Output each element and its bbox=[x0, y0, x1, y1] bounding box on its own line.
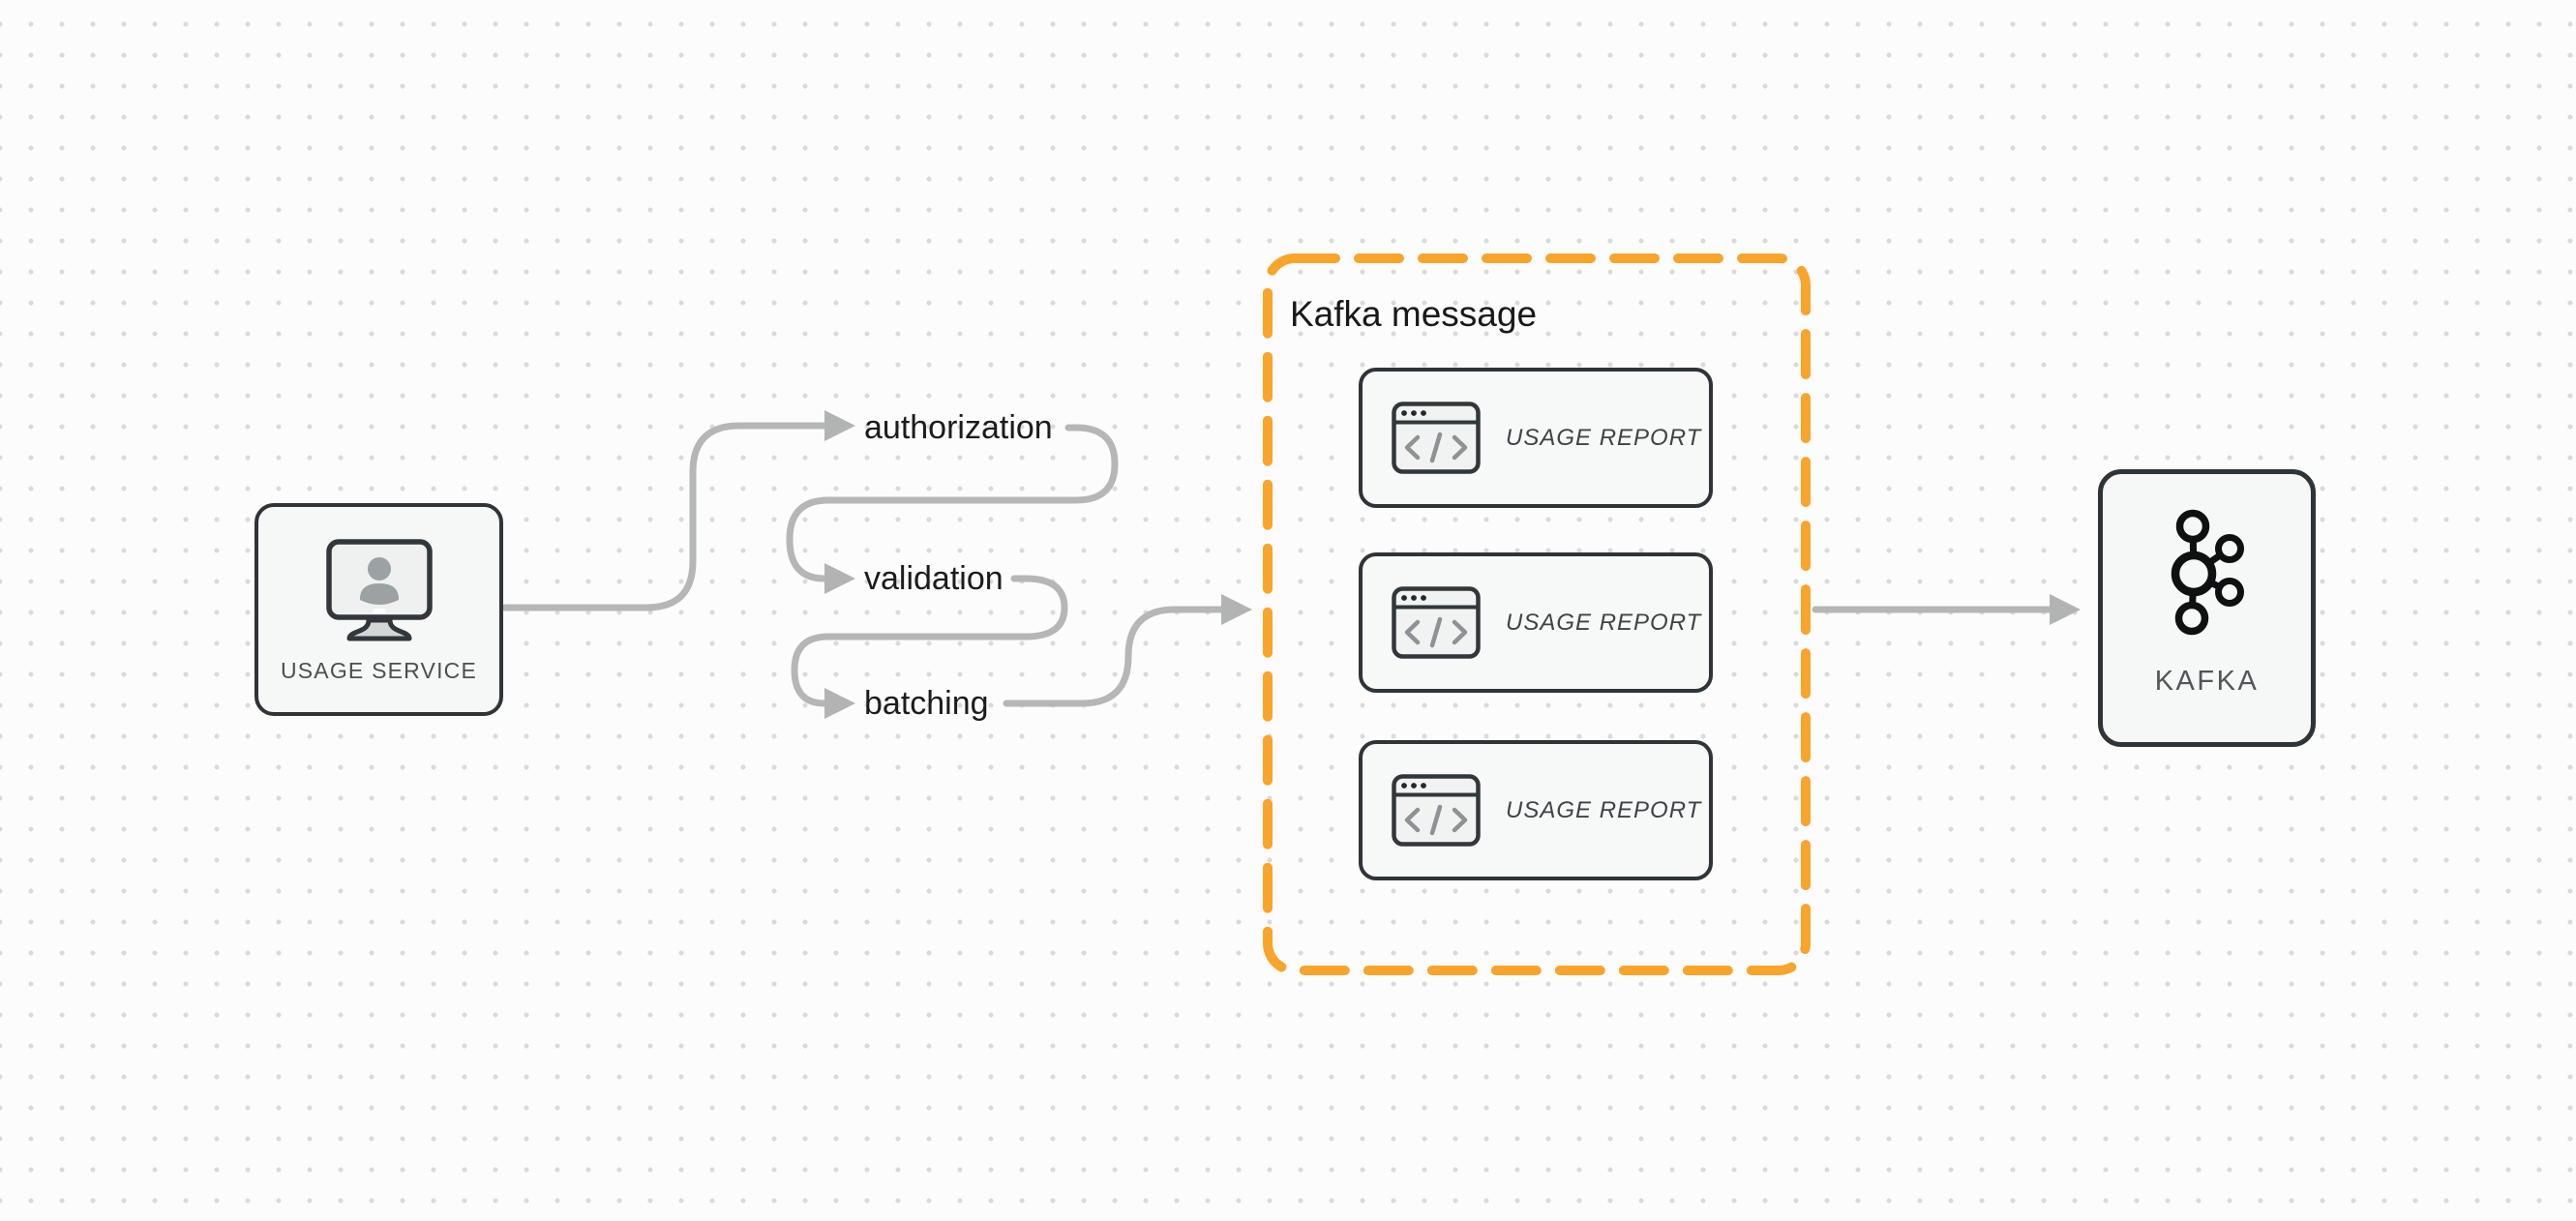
usage-report-label: USAGE REPORT bbox=[1506, 609, 1702, 636]
usage-report-card: USAGE REPORT bbox=[1359, 552, 1733, 713]
arrow-batching-to-kafka-message bbox=[1003, 606, 1225, 707]
kafka-label: KAFKA bbox=[2154, 666, 2260, 697]
usage-report-label: USAGE REPORT bbox=[1506, 796, 1702, 823]
usage-report-card: USAGE REPORT bbox=[1359, 740, 1733, 901]
step-label-authorization: authorization bbox=[864, 409, 1053, 446]
arrowhead-validation bbox=[824, 563, 855, 594]
arrow-authorization-to-validation bbox=[786, 424, 1119, 582]
kafka-message-title: Kafka message bbox=[1290, 294, 1538, 334]
arrowhead-authorization bbox=[824, 410, 855, 441]
usage-service-label: USAGE SERVICE bbox=[280, 658, 478, 683]
usage-report-card: USAGE REPORT bbox=[1359, 368, 1733, 528]
arrowhead-kafka bbox=[2050, 594, 2081, 625]
monitor-user-icon bbox=[325, 539, 433, 641]
code-window-icon bbox=[1392, 774, 1481, 847]
arrow-usage-to-authorization bbox=[501, 422, 828, 611]
node-kafka: KAFKA bbox=[2098, 469, 2316, 747]
kafka-logo-icon bbox=[2171, 509, 2244, 636]
code-window-icon bbox=[1392, 402, 1481, 474]
kafka-message-group: Kafka message USAGE REPORT bbox=[1263, 253, 1811, 975]
step-label-batching: batching bbox=[864, 685, 989, 722]
arrowhead-batching bbox=[824, 688, 855, 719]
dashed-boundary bbox=[1263, 253, 1811, 975]
code-window-icon bbox=[1392, 586, 1481, 659]
arrowhead-kafka-message bbox=[1221, 594, 1252, 625]
node-usage-service: USAGE SERVICE bbox=[255, 503, 503, 716]
usage-report-label: USAGE REPORT bbox=[1506, 424, 1702, 451]
step-label-validation: validation bbox=[864, 560, 1003, 597]
